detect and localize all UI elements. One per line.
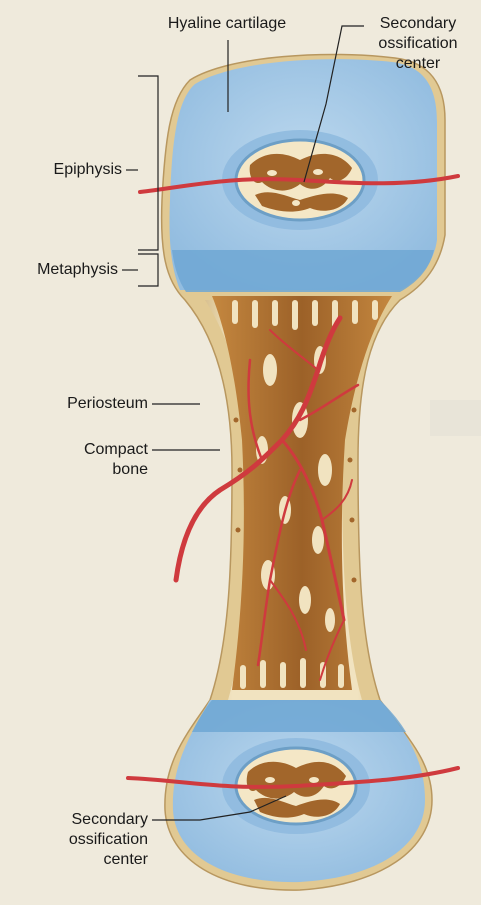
bottom-metaphysis-band: [192, 700, 406, 732]
metaphysis-label: Metaphysis: [2, 260, 118, 280]
top-metaphysis-band: [172, 250, 434, 292]
compact-bone-label: Compact bone: [10, 440, 148, 480]
epiphysis-label: Epiphysis: [10, 160, 122, 180]
secondary-ossification-bottom-label: Secondary ossification center: [10, 810, 148, 870]
hyaline-cartilage-label: Hyaline cartilage: [132, 14, 322, 34]
secondary-ossification-top-label: Secondary ossification center: [364, 14, 472, 74]
periosteum-label: Periosteum: [10, 394, 148, 414]
inset-placeholder: [430, 400, 481, 436]
